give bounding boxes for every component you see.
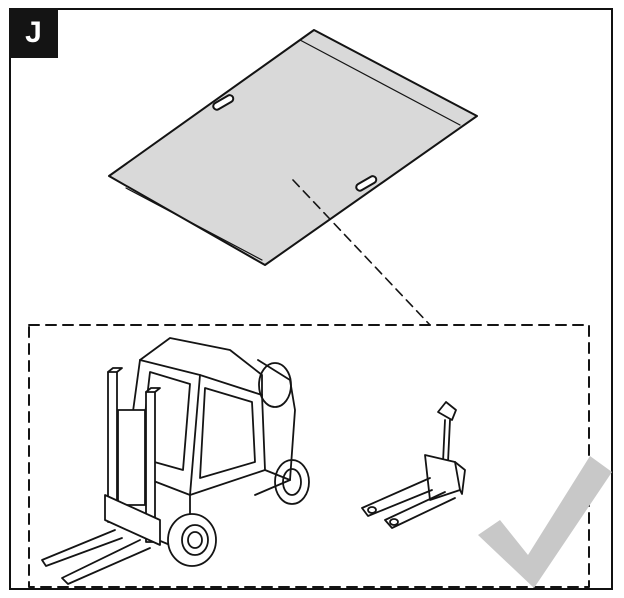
panel-frame [9,8,613,590]
compatible-equipment-box [28,324,590,588]
checkmark-icon [478,456,612,588]
panel-label: J [9,8,58,58]
forklift-icon [41,337,310,585]
ramp-plate-icon [108,29,478,326]
pallet-jack-icon [361,401,466,529]
